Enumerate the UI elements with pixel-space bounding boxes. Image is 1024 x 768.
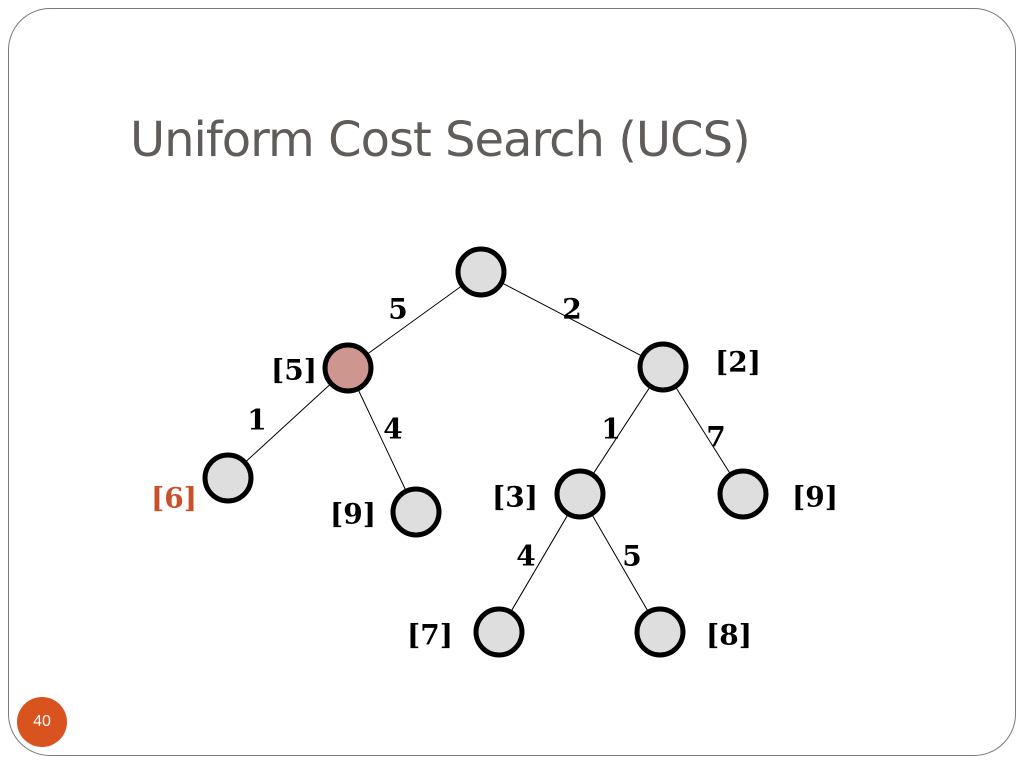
node-cost-label-b: [2] xyxy=(715,346,761,379)
edge-weight-e-h: 5 xyxy=(622,540,641,573)
tree-nodes xyxy=(202,246,769,658)
node-cost-label-a: [5] xyxy=(271,354,317,387)
tree-node-d xyxy=(390,486,442,538)
tree-edge-a-c xyxy=(246,384,330,462)
node-cost-label-e: [3] xyxy=(492,481,538,514)
node-cost-label-h: [8] xyxy=(706,619,752,652)
tree-node-a xyxy=(322,342,374,394)
tree-node-f xyxy=(717,468,769,520)
tree-node-root xyxy=(455,246,507,298)
tree-node-b xyxy=(637,341,689,393)
tree-edge-b-e xyxy=(593,387,650,474)
edge-weight-a-c: 1 xyxy=(247,404,266,437)
edge-weight-b-f: 7 xyxy=(706,421,725,454)
tree-edge-e-g xyxy=(511,515,568,611)
tree-edges xyxy=(246,283,731,611)
edge-weight-e-g: 4 xyxy=(516,540,535,573)
node-cost-label-g: [7] xyxy=(407,619,453,652)
node-cost-label-c: [6] xyxy=(151,482,197,515)
tree-edge-e-h xyxy=(592,515,648,611)
node-cost-label-f: [9] xyxy=(792,481,838,514)
tree-edge-root-b xyxy=(502,283,642,356)
tree-edge-b-f xyxy=(675,387,731,474)
tree-edge-root-a xyxy=(367,286,462,354)
edge-weight-a-d: 4 xyxy=(383,413,402,446)
edge-weight-b-e: 1 xyxy=(601,413,620,446)
page-number-badge: 40 xyxy=(17,697,67,747)
node-cost-label-d: [9] xyxy=(330,498,376,531)
tree-node-g xyxy=(473,606,525,658)
tree-node-e xyxy=(554,468,606,520)
tree-edge-a-d xyxy=(358,390,406,490)
edge-weight-root-b: 2 xyxy=(562,293,581,326)
tree-labels: 5 2 1 4 1 7 4 5 [5] [2] [6] [9] [3] [9] [7] [8] xyxy=(151,293,838,652)
tree-node-c xyxy=(202,452,254,504)
tree-node-h xyxy=(634,606,686,658)
edge-weight-root-a: 5 xyxy=(388,293,407,326)
slide-title: Uniform Cost Search (UCS) xyxy=(130,112,751,168)
